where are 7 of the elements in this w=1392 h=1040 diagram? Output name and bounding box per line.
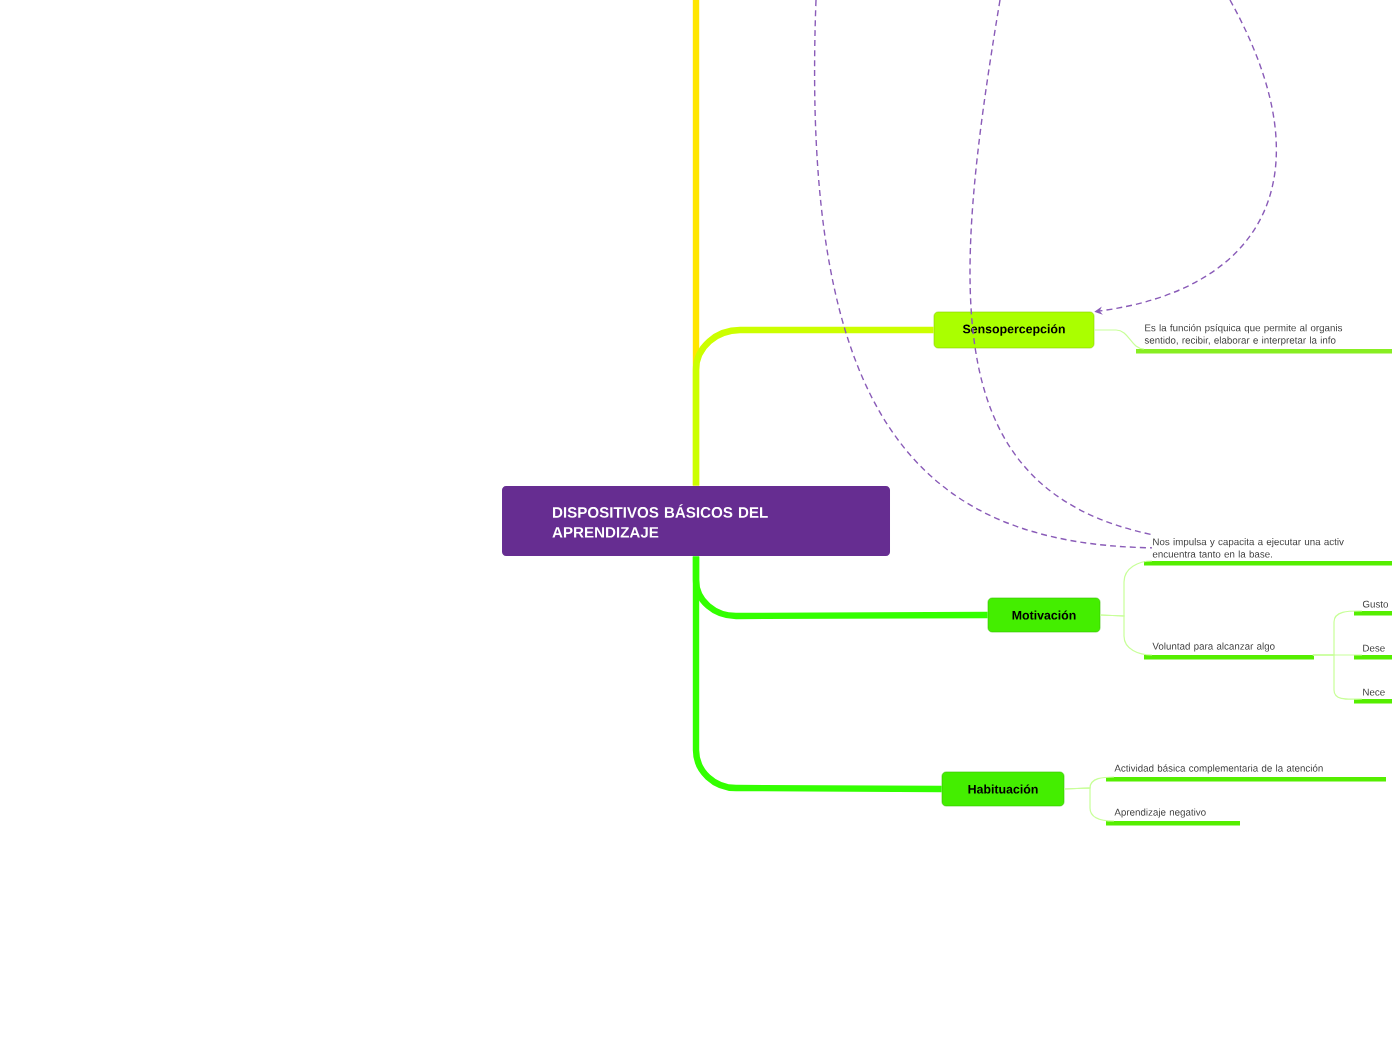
connector-line — [692, 556, 942, 793]
dashed-connector — [814, 0, 1153, 549]
connector-line — [1063, 787, 1115, 822]
connector-line — [1099, 614, 1153, 656]
connector-line — [692, 326, 934, 486]
connector-line — [1312, 654, 1363, 700]
connector-line — [1093, 329, 1145, 350]
